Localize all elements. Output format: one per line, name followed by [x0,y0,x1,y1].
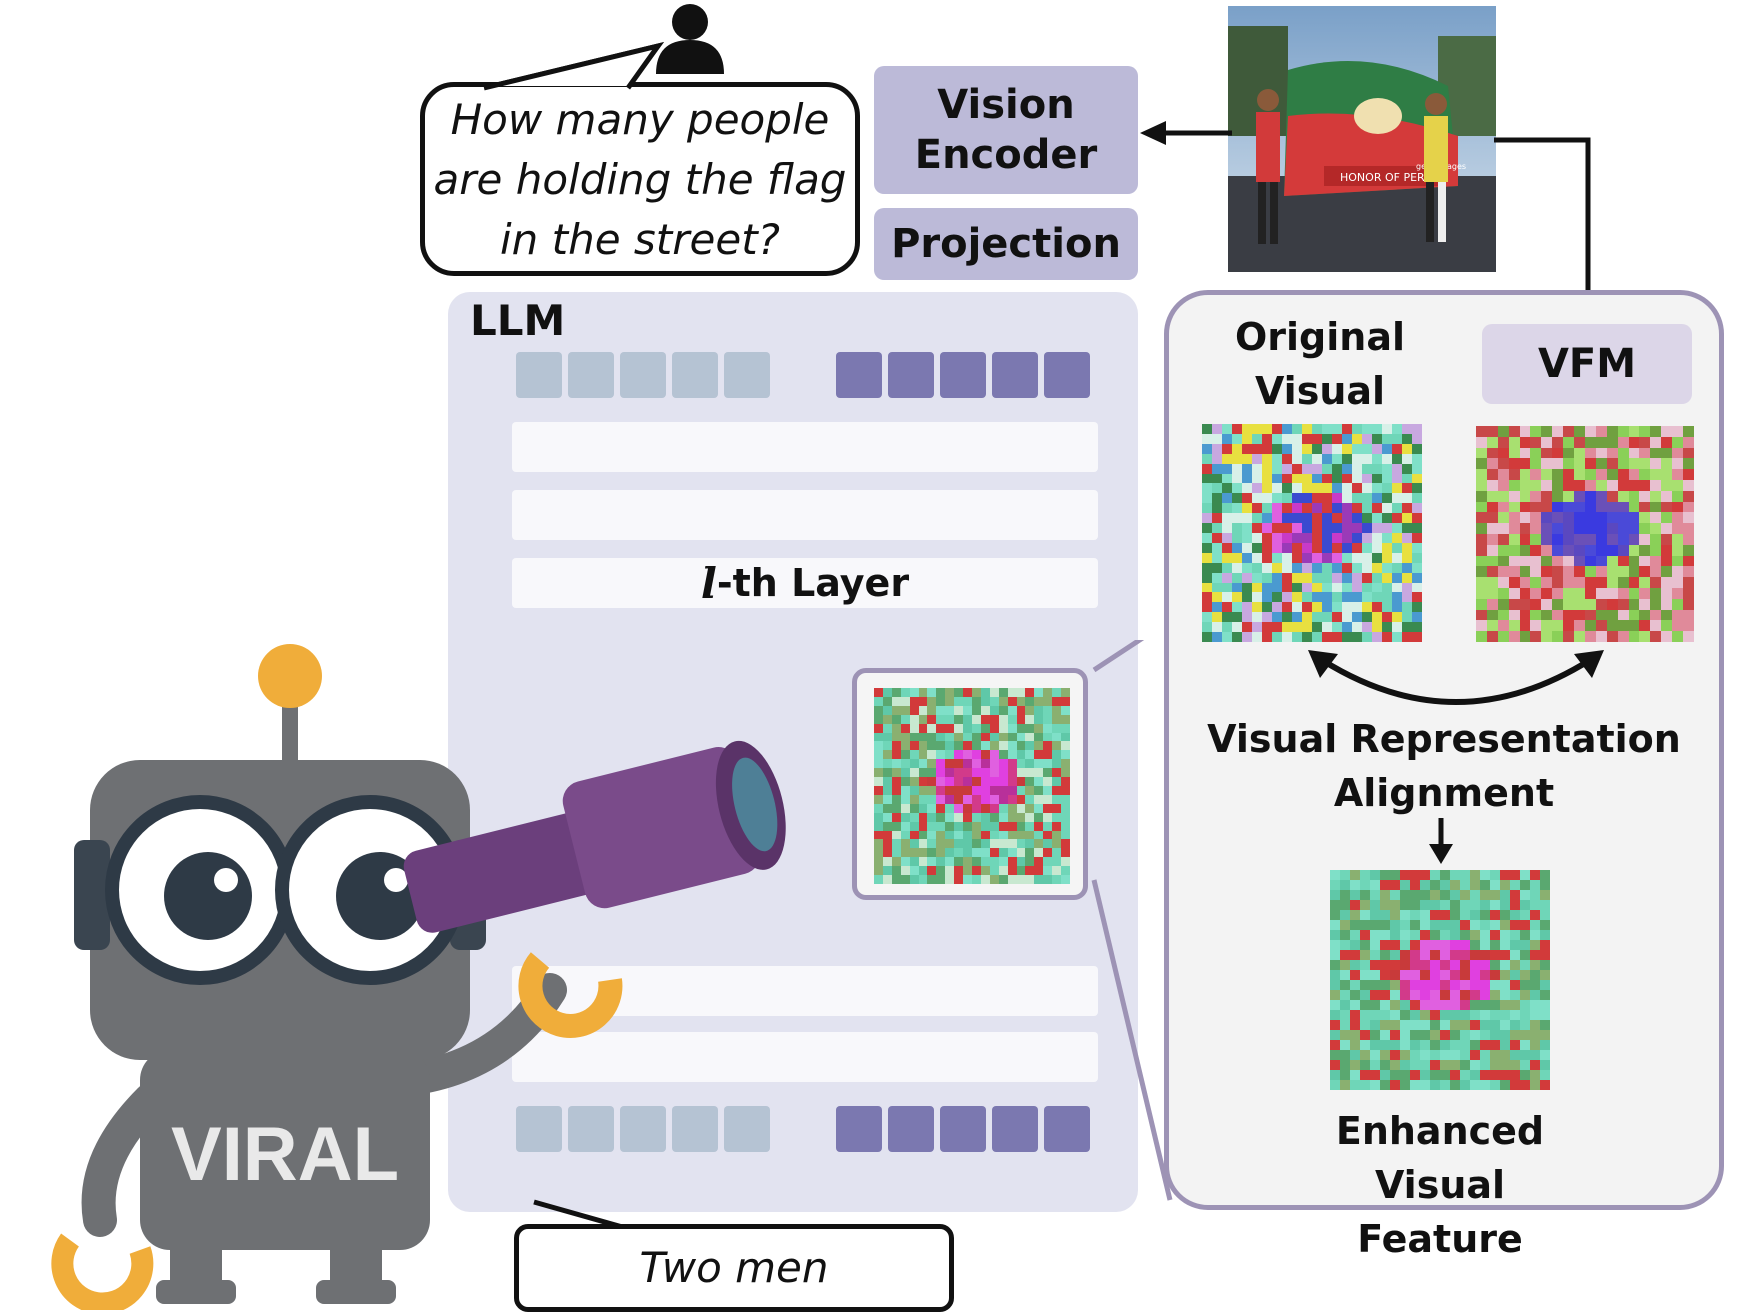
vfm-box: VFM [1482,324,1692,404]
text-token [568,1106,614,1152]
question-bubble: How many people are holding the flag in … [420,41,860,276]
alignment-label: Visual Representation Alignment [1194,712,1694,820]
layer-bar [512,422,1098,472]
vfm-label: VFM [1537,341,1637,387]
original-visual-feature [1202,424,1422,642]
text-token [516,352,562,398]
answer-text: Two men [639,1243,829,1292]
visual-token [836,352,882,398]
alignment-line-1: Visual Representation [1207,717,1681,761]
visual-token [992,1106,1038,1152]
text-token [568,352,614,398]
text-token [672,1106,718,1152]
llm-title: LLM [470,296,566,345]
enhanced-feature-label: Enhanced Visual Feature [1290,1104,1590,1266]
street-photo: HONOR OF PERSIA gettyimages [1228,6,1496,272]
visual-token [940,352,986,398]
alignment-line-2: Alignment [1333,771,1555,815]
robot-label: VIRAL [171,1112,399,1197]
text-token [620,352,666,398]
visual-token [1044,352,1090,398]
visual-token [888,1106,934,1152]
answer-bubble: Two men [514,1224,954,1312]
layer-bar [512,1032,1098,1082]
text-token [672,352,718,398]
question-line-3: in the street? [500,215,780,264]
arrow-photo-to-encoder [1140,121,1232,145]
alignment-double-arrow [1308,650,1604,705]
user-icon [656,4,724,74]
projection-label: Projection [891,221,1121,267]
visual-token [888,352,934,398]
layer-var: l [700,558,717,608]
visual-token [940,1106,986,1152]
arrow-down [1429,818,1453,864]
text-token [724,1106,770,1152]
enhanced-visual-feature [1330,870,1550,1090]
visual-token [836,1106,882,1152]
enhanced-feature-line-1: Enhanced [1335,1109,1545,1153]
vfm-visual-feature [1476,426,1694,642]
lth-layer-bar: l-th Layer [512,558,1098,608]
vision-encoder-box: Vision Encoder [874,66,1138,194]
original-feature-line-1: Original [1234,315,1406,359]
visual-token [992,352,1038,398]
enhanced-feature-line-2: Visual Feature [1357,1163,1523,1261]
question-line-1: How many people [450,95,830,144]
zoom-connector-lines [1091,640,1173,1201]
banner-text: HONOR OF PERSIA [1340,171,1443,184]
layer-visual-feature [874,688,1070,884]
text-token [516,1106,562,1152]
layer-label: -th Layer [716,561,910,605]
question-line-2: are holding the flag [433,155,847,204]
projection-box: Projection [874,208,1138,280]
text-token [724,352,770,398]
layer-bar [512,490,1098,540]
text-token [620,1106,666,1152]
visual-token [1044,1106,1090,1152]
robot-mascot: VIRAL [51,644,786,1310]
vision-encoder-line-1: Vision [937,82,1075,128]
vision-encoder-line-2: Encoder [914,132,1098,178]
